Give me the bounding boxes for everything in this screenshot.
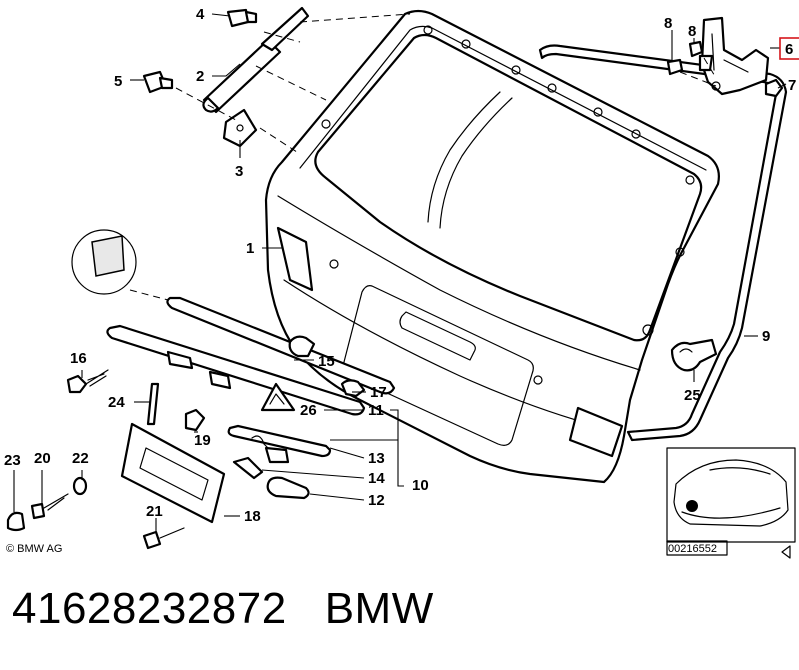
part-caption: 41628232872 BMW	[12, 584, 434, 634]
handle-strip	[227, 424, 332, 458]
callout-1: 1	[246, 240, 254, 257]
end-cap	[266, 476, 310, 500]
callout-9: 9	[762, 328, 770, 345]
leader-lines	[13, 13, 787, 532]
push-button-switch	[288, 335, 316, 358]
callout-5: 5	[114, 73, 122, 90]
callout-13: 13	[368, 450, 385, 467]
callout-23: 23	[4, 452, 21, 469]
hex-bolt	[142, 70, 174, 94]
callout-2: 2	[196, 68, 204, 85]
callout-24: 24	[108, 394, 125, 411]
callout-6: 6	[785, 41, 793, 58]
callout-21: 21	[146, 503, 163, 520]
hinge-bolt	[666, 40, 714, 76]
callout-22: 22	[72, 450, 89, 467]
callout-19: 19	[194, 432, 211, 449]
callout-3: 3	[235, 163, 243, 180]
callout-26: 26	[300, 402, 317, 419]
highlight-box-6	[779, 37, 799, 60]
buffer-stop	[670, 338, 718, 372]
callout-14: 14	[368, 470, 385, 487]
cap	[6, 511, 26, 532]
adhesive-pad-detail	[71, 229, 169, 301]
part-number: 41628232872	[12, 584, 287, 633]
hinge	[700, 16, 770, 96]
screw	[66, 369, 109, 394]
callout-10: 10	[412, 477, 429, 494]
callout-8b: 8	[688, 23, 696, 40]
callout-15: 15	[318, 353, 335, 370]
handle-bracket	[166, 350, 232, 390]
callout-16: 16	[70, 350, 87, 367]
oval-head-screw	[142, 527, 185, 550]
tailgate	[264, 9, 720, 484]
grommet-strip	[146, 382, 160, 426]
cover-strip	[106, 296, 396, 416]
callout-4: 4	[196, 6, 205, 23]
arrow-icon	[781, 545, 791, 559]
callout-18: 18	[244, 508, 261, 525]
vehicle-location-inset	[666, 447, 796, 543]
callout-7: 7	[788, 77, 796, 94]
strut-bracket	[222, 108, 258, 148]
gas-strut	[202, 6, 310, 114]
switch-cable	[251, 435, 290, 464]
callout-17: 17	[370, 384, 387, 401]
callout-8a: 8	[664, 15, 672, 32]
callout-25: 25	[684, 387, 701, 404]
brand-name: BMW	[324, 584, 434, 633]
callout-11: 11	[368, 402, 384, 419]
retaining-clip	[232, 456, 264, 480]
diagram-id-box	[666, 540, 728, 556]
diagram-id: 00216552	[668, 543, 717, 555]
ball-stud	[226, 8, 258, 28]
callout-12: 12	[368, 492, 385, 509]
hinge-nut	[764, 78, 784, 98]
license-plate-base	[120, 422, 226, 524]
callout-20: 20	[34, 450, 51, 467]
fillister-head-screw	[30, 493, 69, 520]
callout-labels: 4 2 5 3 1 8 8 6 7 9 25 15 17 11 26 13 14…	[4, 6, 799, 525]
warning-triangle-light	[260, 382, 296, 412]
expanding-nut	[184, 408, 206, 432]
washer	[72, 476, 88, 496]
copyright-text: © BMW AG	[6, 543, 62, 555]
